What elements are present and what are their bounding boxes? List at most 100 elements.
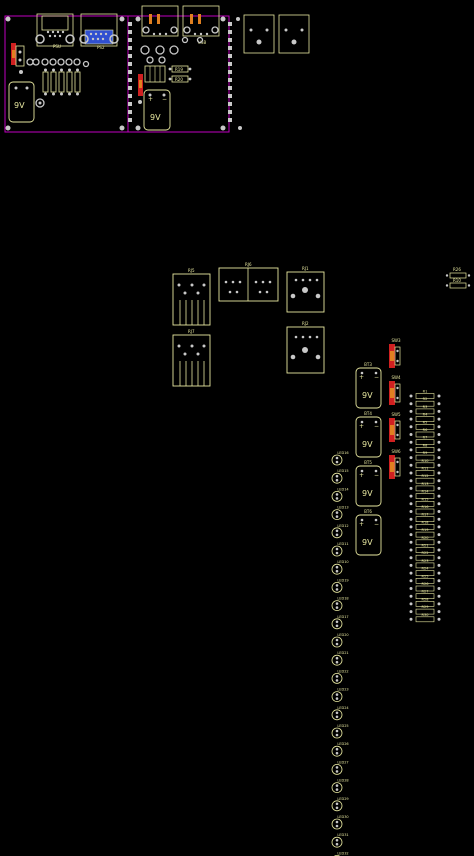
mounting-holes [5,16,226,131]
resistor-r26: R26 [409,582,441,592]
led-label: LED17 [337,615,348,619]
jack-rj2: RJ2 [286,321,325,374]
resistor-r16: R16 [409,505,441,515]
rj5-label: RJ5 [188,268,195,273]
led-label: LED13 [337,506,348,510]
led-label: LED16 [337,451,348,455]
led-led17: LED17 [331,615,349,630]
ps2-connector: PS2 [79,13,119,50]
label-r20: R20 [175,77,183,82]
resistor-label: R29 [422,605,429,609]
psu-label: PSU [53,44,61,49]
resistor-r13: R13 [409,482,441,492]
led-led21: LED21 [331,651,349,666]
led-label: LED29 [337,797,348,801]
resistor-label: R11 [422,467,429,471]
resistor-r23: R23 [409,559,441,569]
led-label: LED25 [337,724,348,728]
resistor-label: R1 [423,390,428,394]
led-label: LED27 [337,760,348,764]
resistor-label: R9 [423,451,428,455]
switch-sw5: SW5 [389,412,401,442]
led-label: LED10 [337,560,348,564]
svg-text:+: + [148,96,153,103]
led-led11: LED11 [331,542,349,557]
resistor-bank-right: R19 R20 [144,65,192,83]
led-label: LED20 [337,633,348,637]
battery-id-label: BT3 [364,362,372,367]
resistor-label: R13 [422,482,429,486]
pad-row-left [26,58,90,68]
led-led25: LED25 [331,724,349,739]
battery-id-label: BT5 [364,460,372,465]
resistor-r14: R14 [409,490,441,499]
rj6-label: RJ6 [245,262,252,267]
battery-voltage-label: 9V [362,538,373,547]
resistor-r15: R15 [409,497,441,507]
led-label: LED30 [337,815,348,819]
resistor-r9: R9 [409,451,441,461]
switch-label: SW3 [391,338,400,343]
resistor-r21: R21 [409,544,441,553]
left-battery-label: 9V [14,101,25,110]
left-switch [11,43,25,74]
led-label: LED12 [337,524,348,528]
led-label: LED18 [337,597,348,601]
jack-rj1: RJ1 [286,266,325,313]
battery-id-label: BT6 [364,509,372,514]
usb-connectors: USB [141,5,220,45]
resistor-label: R25 [422,574,429,578]
led-label: LED22 [337,669,348,673]
resistor-r8: R8 [409,443,441,453]
jack-rj7: RJ7 [172,329,211,387]
resistor-r6: R6 [409,428,441,438]
resistor-label: R16 [422,505,429,509]
led-label: LED24 [337,706,349,710]
resistor-label: R4 [423,413,428,417]
resistor-label: R3 [423,405,428,409]
resistor-label: R14 [422,490,430,494]
resistor-label: R28 [422,597,429,601]
led-label: LED19 [337,578,348,582]
led-led19: LED19 [331,578,349,593]
main-board: PSU PS2 [4,5,232,133]
resistor-label: R5 [423,420,428,424]
resistor-label: R15 [422,497,429,501]
led-led23: LED23 [331,688,349,702]
svg-text:−: − [374,374,379,381]
rj1-label: RJ1 [302,266,309,271]
resistor-r24: R24 [409,567,441,576]
led-label: LED15 [337,469,348,473]
resistor-bank-left [42,68,81,96]
pad-cluster-right [140,36,204,64]
top-jacks [236,14,310,130]
resistor-label: R8 [423,443,428,447]
led-led27: LED27 [331,760,349,775]
led-column: LED16LED15LED14LED13LED12LED11LED10LED19… [331,451,349,856]
resistor-label: R19 [422,528,429,532]
resistor-r3: R3 [409,405,441,415]
resistor-label: R21 [422,544,429,548]
label-r19: R19 [175,67,183,72]
resistor-r19: R19 [409,528,441,538]
led-led16: LED16 [331,451,349,466]
led-led14: LED14 [331,487,349,502]
resistor-r7: R7 [409,436,441,446]
switch-label: SW5 [391,412,400,417]
led-led30: LED30 [331,815,349,830]
switch-sw3: SW3 [389,338,401,368]
led-label: LED21 [337,651,348,655]
svg-text:−: − [374,521,379,528]
led-led22: LED22 [331,669,349,684]
led-led13: LED13 [331,506,349,520]
led-label: LED14 [337,487,349,491]
ps2-label: PS2 [97,45,105,50]
resistor-label: R24 [422,567,430,571]
resistor-label: R27 [422,590,429,594]
resistor-column: R1R2R3R4R5R6R7R8R9R10R11R12R13R14R15R16R… [409,390,441,623]
psu-connector: PSU [35,13,75,49]
battery-id-label: BT4 [364,411,372,416]
